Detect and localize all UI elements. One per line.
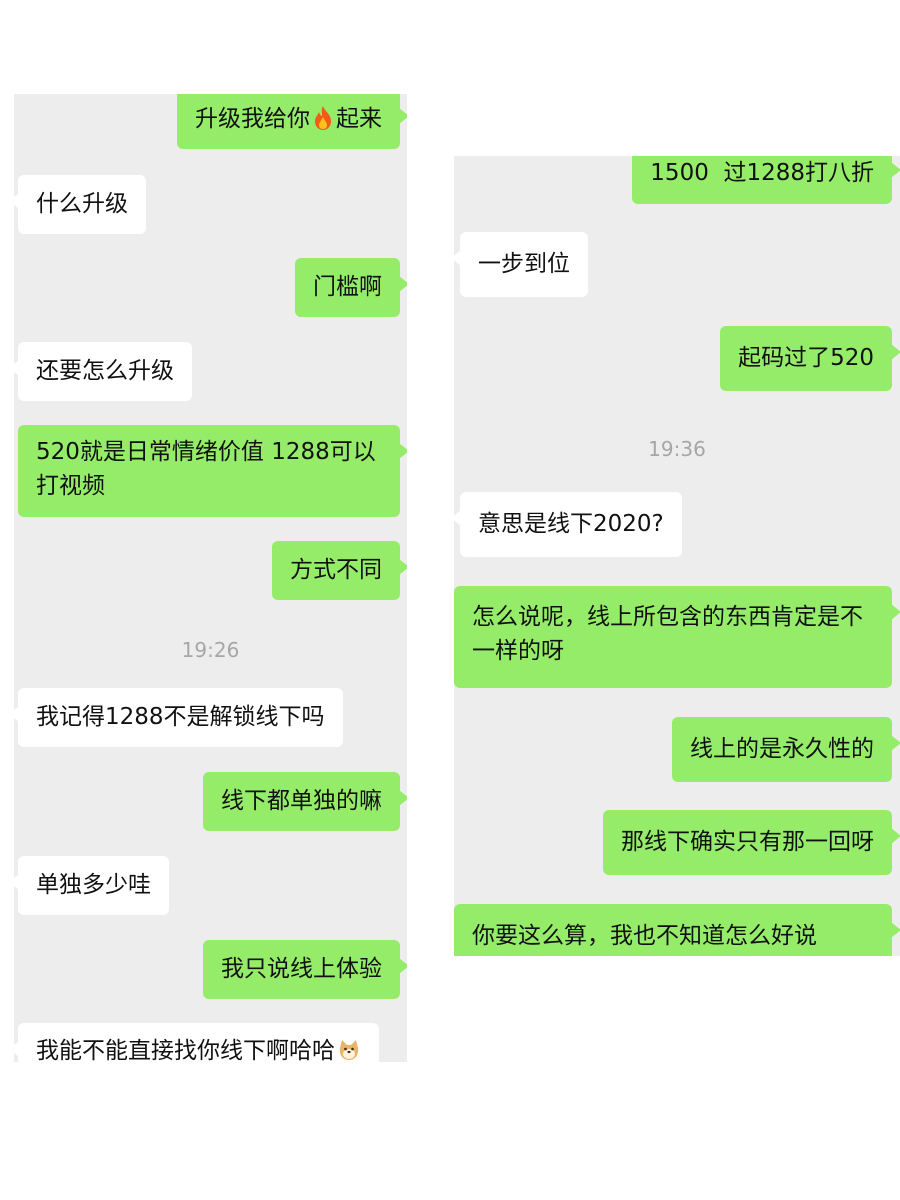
message-text: 线下都单独的嘛: [221, 788, 382, 814]
message-bubble-received[interactable]: 还要怎么升级: [14, 342, 192, 401]
message-bubble-sent[interactable]: 我只说线上体验: [203, 940, 407, 999]
message-bubble-received[interactable]: 意思是线下2020?: [454, 492, 682, 557]
message-bubble-sent[interactable]: 升级我给你 起来: [177, 94, 407, 149]
message-timestamp: 19:26: [181, 638, 240, 662]
message-bubble-sent[interactable]: 线下都单独的嘛: [203, 772, 407, 831]
message-text: 520就是日常情绪价值 1288可以打视频: [36, 439, 376, 499]
message-text: 起来: [336, 106, 382, 132]
message-text: 门槛啊: [313, 274, 382, 300]
message-text: 我记得1288不是解锁线下吗: [36, 704, 325, 730]
message-bubble-received[interactable]: 我能不能直接找你线下啊哈哈: [14, 1023, 379, 1062]
message-bubble-sent[interactable]: 怎么说呢，线上所包含的东西肯定是不一样的呀: [454, 586, 900, 688]
chat-panel-left: 升级我给你 起来 什么升级 门槛啊 还要怎么升级 520就是日常情绪价值 128…: [14, 94, 407, 1062]
message-bubble-sent[interactable]: 520就是日常情绪价值 1288可以打视频: [18, 425, 407, 517]
message-bubble-sent[interactable]: 1500 过1288打八折: [632, 156, 900, 204]
message-text: 线上的是永久性的: [690, 736, 874, 762]
message-bubble-received[interactable]: 什么升级: [14, 175, 146, 234]
message-bubble-sent[interactable]: 那线下确实只有那一回呀: [603, 810, 900, 875]
message-text: 意思是线下2020?: [478, 511, 664, 537]
message-text: 单独多少哇: [36, 872, 151, 898]
message-bubble-received[interactable]: 单独多少哇: [14, 856, 169, 915]
message-bubble-sent[interactable]: 你要这么算，我也不知道怎么好说: [454, 904, 900, 956]
message-text: 1500 过1288打八折: [650, 160, 874, 186]
message-text: 一步到位: [478, 251, 570, 277]
message-text: 起码过了520: [738, 345, 874, 371]
chat-panel-right: 1500 过1288打八折 一步到位 起码过了520 19:36 意思是线下20…: [454, 156, 900, 956]
message-bubble-sent[interactable]: 线上的是永久性的: [672, 717, 900, 782]
fire-icon: [315, 106, 331, 130]
message-text: 升级我给你: [195, 106, 310, 132]
message-text: 怎么说呢，线上所包含的东西肯定是不一样的呀: [472, 604, 863, 664]
message-text: 你要这么算，我也不知道怎么好说: [472, 923, 817, 949]
doge-icon: [339, 1040, 359, 1060]
message-text: 方式不同: [290, 557, 382, 583]
message-bubble-sent[interactable]: 起码过了520: [720, 326, 900, 391]
message-timestamp: 19:36: [648, 437, 706, 461]
message-text: 还要怎么升级: [36, 358, 174, 384]
message-bubble-sent[interactable]: 方式不同: [272, 541, 407, 600]
message-bubble-received[interactable]: 一步到位: [454, 232, 588, 297]
message-bubble-sent[interactable]: 门槛啊: [295, 258, 407, 317]
message-text: 我只说线上体验: [221, 956, 382, 982]
message-text: 我能不能直接找你线下啊哈哈: [36, 1038, 335, 1062]
message-text: 什么升级: [36, 191, 128, 217]
message-text: 那线下确实只有那一回呀: [621, 829, 874, 855]
message-bubble-received[interactable]: 我记得1288不是解锁线下吗: [14, 688, 343, 747]
